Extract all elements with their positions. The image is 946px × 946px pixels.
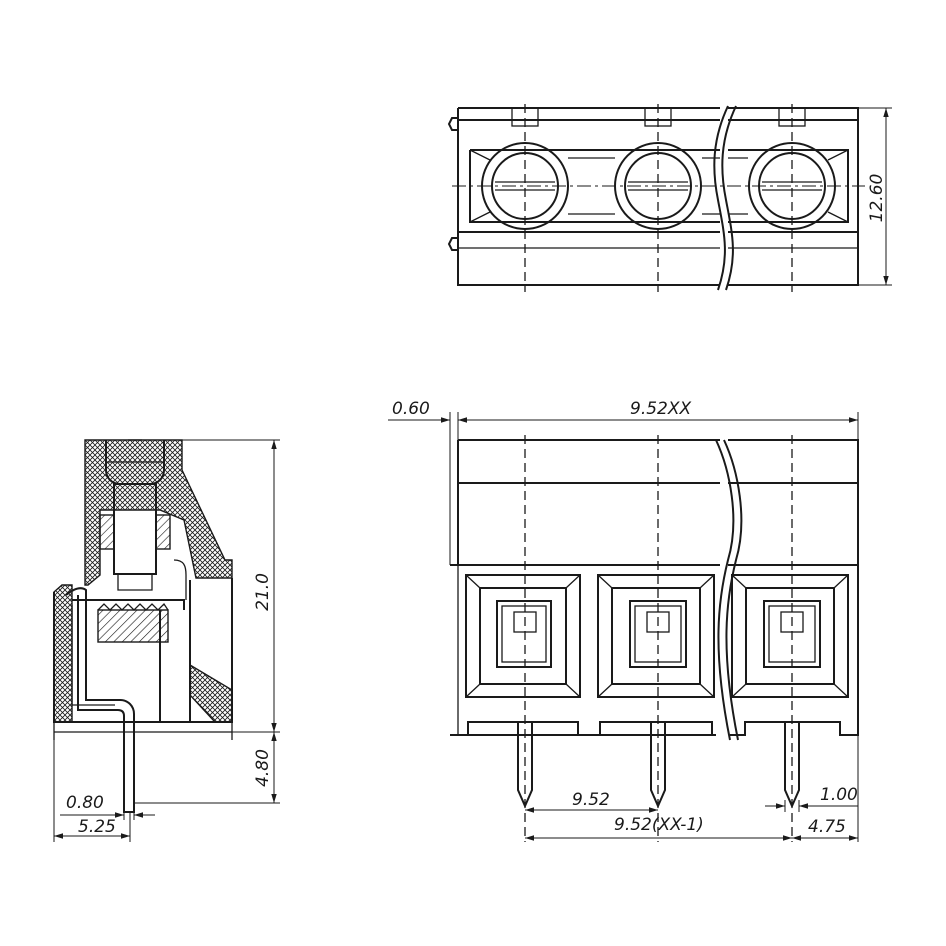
- dim-pin-width: 1.00: [820, 785, 858, 805]
- dim-body-gap: 0.60: [392, 399, 430, 419]
- wire-entry-3: [731, 574, 849, 698]
- wire-entry-1: [465, 574, 581, 698]
- left-clip-top: [447, 117, 458, 131]
- left-clip-bottom: [447, 237, 458, 251]
- dim-pitch-total: 9.52(XX-1): [614, 815, 704, 835]
- dim-pin-offset: 5.25: [78, 817, 116, 837]
- clamp-block-upper-left: [99, 514, 115, 550]
- clamp-block-upper-right: [155, 514, 171, 550]
- wire-entry-2: [597, 574, 715, 698]
- front-body-outline: [457, 439, 859, 565]
- side-pin: [65, 587, 135, 813]
- dim-top-height: 12.60: [867, 174, 887, 223]
- clamp-block-lower: [97, 609, 169, 643]
- dim-side-height: 21.0: [253, 573, 273, 611]
- dim-pitch: 9.52: [572, 790, 610, 810]
- dim-overall-width: 9.52XX: [630, 399, 691, 419]
- side-housing-shell: [84, 439, 233, 586]
- dim-pin-thickness: 0.80: [66, 793, 104, 813]
- front-view: 0.60 9.52XX 9.52 9.52(XX-1) 1.00 4.75: [388, 399, 859, 842]
- dim-edge-offset: 4.75: [808, 817, 846, 837]
- dim-pin-length: 4.80: [253, 749, 273, 787]
- side-view: 21.0 4.80 0.80 5.25: [53, 439, 280, 842]
- top-view: 12.60: [447, 104, 892, 292]
